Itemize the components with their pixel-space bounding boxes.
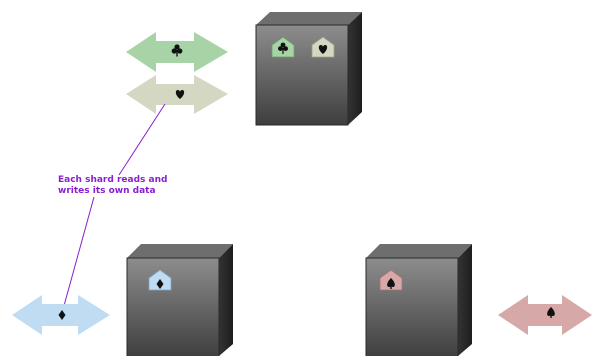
spade-icon — [547, 307, 555, 318]
annotation-text: Each shard reads and writes its own data — [58, 175, 188, 197]
heart-shard-label — [311, 36, 335, 58]
diamond-shard-label — [148, 269, 172, 291]
heart-data-arrow — [126, 75, 228, 114]
club-shard-label — [271, 36, 295, 58]
server-box-top — [255, 12, 362, 126]
spade-data-arrow — [498, 295, 592, 335]
diamond-icon — [58, 310, 66, 320]
club-icon — [171, 44, 183, 57]
diamond-data-arrow — [12, 295, 110, 335]
diamond-icon — [156, 279, 164, 289]
server-box-bottom-right — [365, 244, 472, 356]
club-data-arrow — [126, 32, 228, 72]
heart-icon — [175, 89, 185, 99]
heart-icon — [318, 44, 328, 54]
spade-icon — [387, 278, 395, 289]
annotation-line-2: writes its own data — [58, 186, 156, 196]
spade-shard-label — [379, 269, 403, 291]
club-icon — [278, 42, 288, 54]
annotation-connector — [61, 103, 166, 314]
annotation-line-1: Each shard reads and — [58, 175, 168, 185]
server-box-bottom-left — [126, 244, 233, 356]
